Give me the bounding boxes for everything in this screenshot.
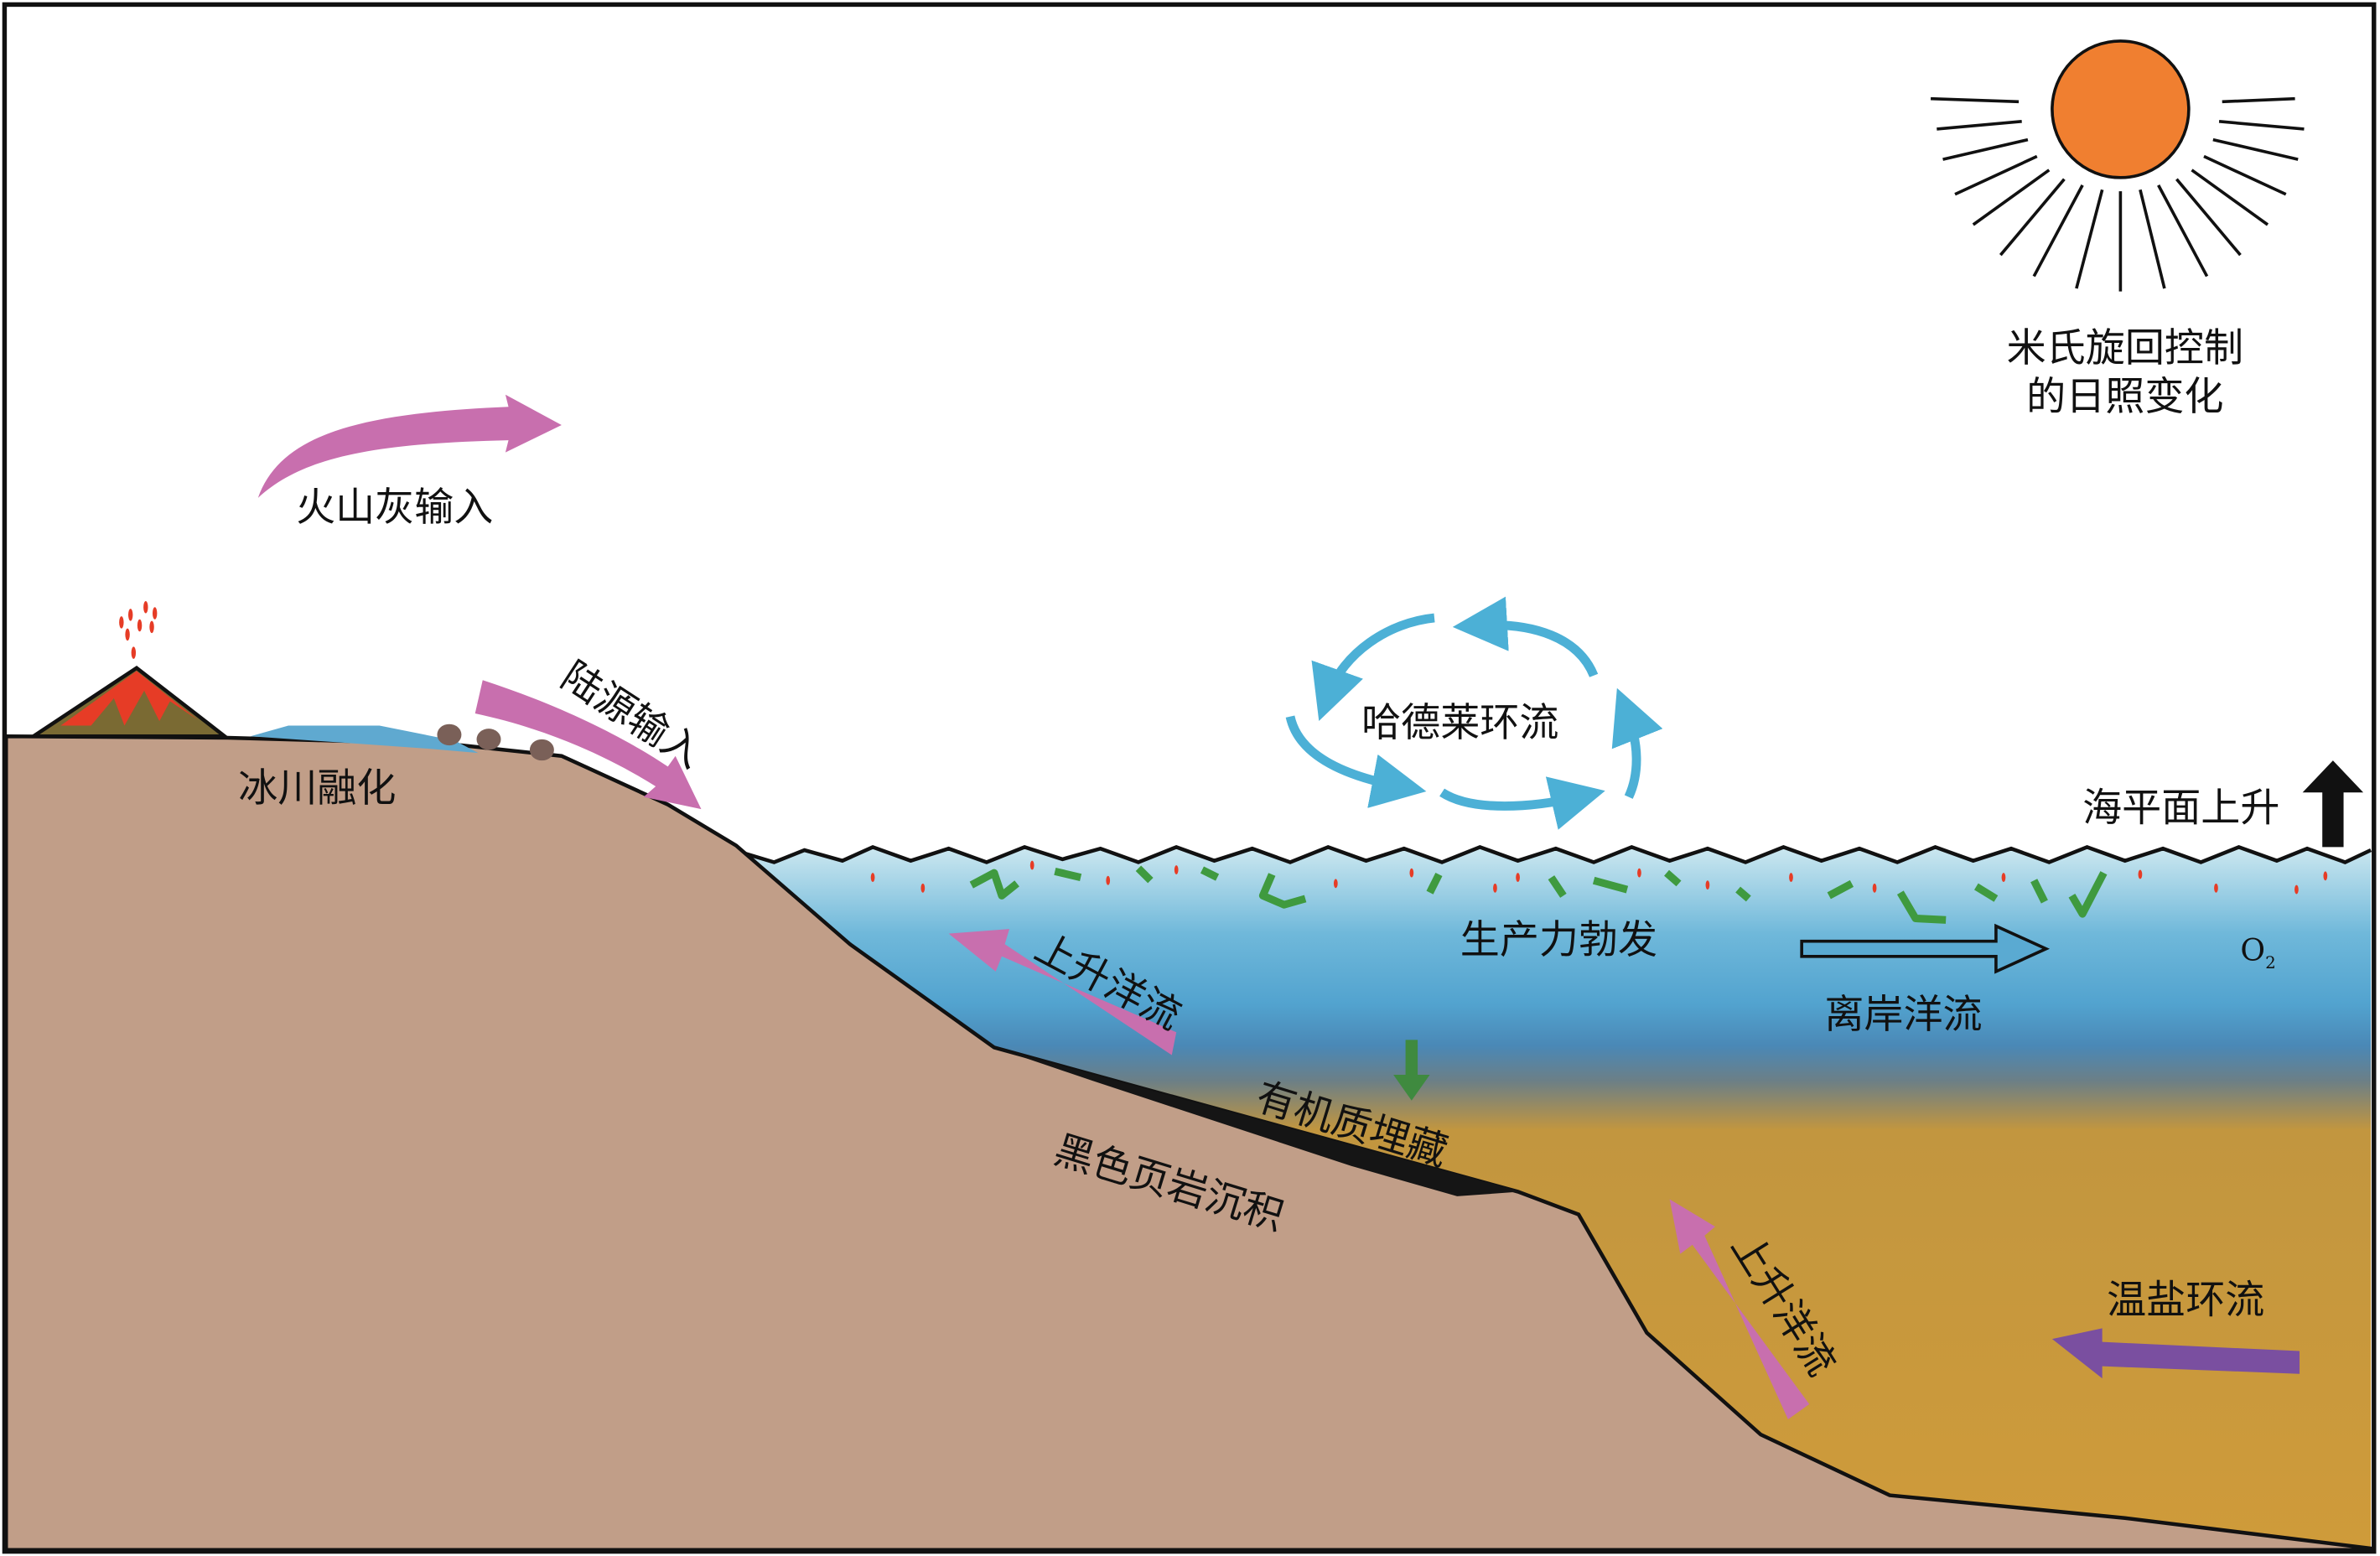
hadley-label: 哈德莱环流: [1361, 700, 1558, 746]
oxygen-label: O2: [2240, 932, 2275, 972]
volcano: [27, 601, 231, 739]
offshore-label: 离岸洋流: [1824, 992, 1982, 1038]
oxygen-subscript: 2: [2265, 953, 2276, 972]
thermohaline-label: 温盐环流: [2107, 1277, 2264, 1323]
volcanic-ash-label: 火山灰输入: [296, 485, 493, 531]
organic-burial-arrow: [1393, 1040, 1430, 1101]
shelf-upwelling-arrow: [948, 929, 1177, 1055]
sea-surface-line: [743, 844, 2372, 864]
plankton-bloom: [969, 865, 2108, 924]
sea-level-label: 海平面上升: [2082, 786, 2279, 832]
milankovitch-label-2: 的日照变化: [2026, 374, 2223, 420]
black-shale-layer: [993, 1047, 1522, 1196]
hadley-cell-arrows: [1285, 596, 1663, 830]
sun-icon: [1931, 39, 2305, 292]
glacier-melt-label: 冰川融化: [238, 765, 396, 812]
glacier: [250, 725, 479, 754]
thermohaline-arrow: [2051, 1328, 2300, 1379]
offshore-current-arrow: [1800, 923, 2051, 974]
boulders: [437, 724, 554, 761]
oxygen-symbol: O: [2240, 932, 2265, 968]
productivity-label: 生产力勃发: [1460, 917, 1657, 963]
sea-level-up-arrow: [2302, 760, 2364, 848]
terrigenous-input-arrow: [474, 680, 702, 810]
milankovitch-label: 米氏旋回控制: [2007, 325, 2243, 371]
volcanic-ash-arrow: [257, 394, 562, 498]
deep-upwelling-arrow: [1669, 1199, 1810, 1420]
red-particles: [870, 860, 2328, 895]
